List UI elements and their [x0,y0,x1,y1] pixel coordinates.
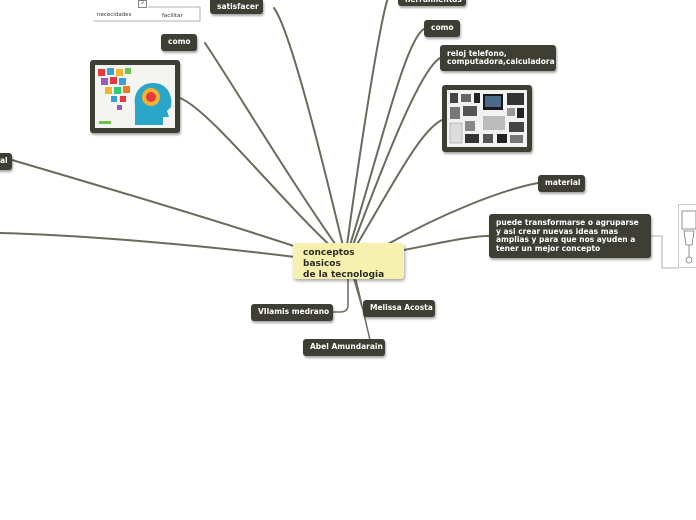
node-material[interactable]: material [538,175,585,192]
node-como-left[interactable]: como [161,34,197,51]
node-satisfacer-label: satisfacer [217,1,259,11]
central-topic[interactable]: conceptos basicos de la tecnologia [293,243,404,280]
devices-illustration [447,90,527,147]
node-abel[interactable]: Abel Amundarain [303,339,385,356]
label-necesidades: nececidades [97,12,132,18]
node-herramientas-label: herramientas [405,0,462,4]
central-topic-line1: conceptos basicos [303,248,355,269]
count-badge: 2 [138,0,147,8]
central-topic-line2: de la tecnologia [303,270,385,280]
node-melissa[interactable]: Melissa Acosta [363,300,435,317]
node-reloj-label: reloj telefono, computadora,calculadora [447,48,555,66]
node-melissa-label: Melissa Acosta [370,303,433,313]
node-herramientas[interactable]: herramientas [398,0,466,6]
label-facilitar: facilitar [162,13,183,19]
node-left-cut-label: al [0,156,8,166]
node-transformarse[interactable]: puede transformarse o agruparse y asi cr… [489,214,651,258]
node-material-label: material [545,178,581,188]
node-left-cut[interactable]: al [0,153,12,170]
node-vilamis-label: VIlamis medrano [258,307,330,317]
node-abel-label: Abel Amundarain [310,342,383,352]
node-como-right-label: como [431,23,454,33]
sketch-illustration [681,210,696,264]
node-vilamis[interactable]: VIlamis medrano [251,304,333,321]
node-transformarse-label: puede transformarse o agruparse y asi cr… [496,218,639,253]
node-como-left-label: como [168,37,191,47]
image-sketch-partial[interactable] [678,204,696,268]
node-como-right[interactable]: como [424,20,460,37]
image-technology-head[interactable] [90,60,180,133]
image-devices[interactable] [442,85,532,152]
node-satisfacer[interactable]: satisfacer [210,0,263,14]
technology-head-illustration [95,65,175,128]
node-reloj[interactable]: reloj telefono, computadora,calculadora [440,45,556,71]
